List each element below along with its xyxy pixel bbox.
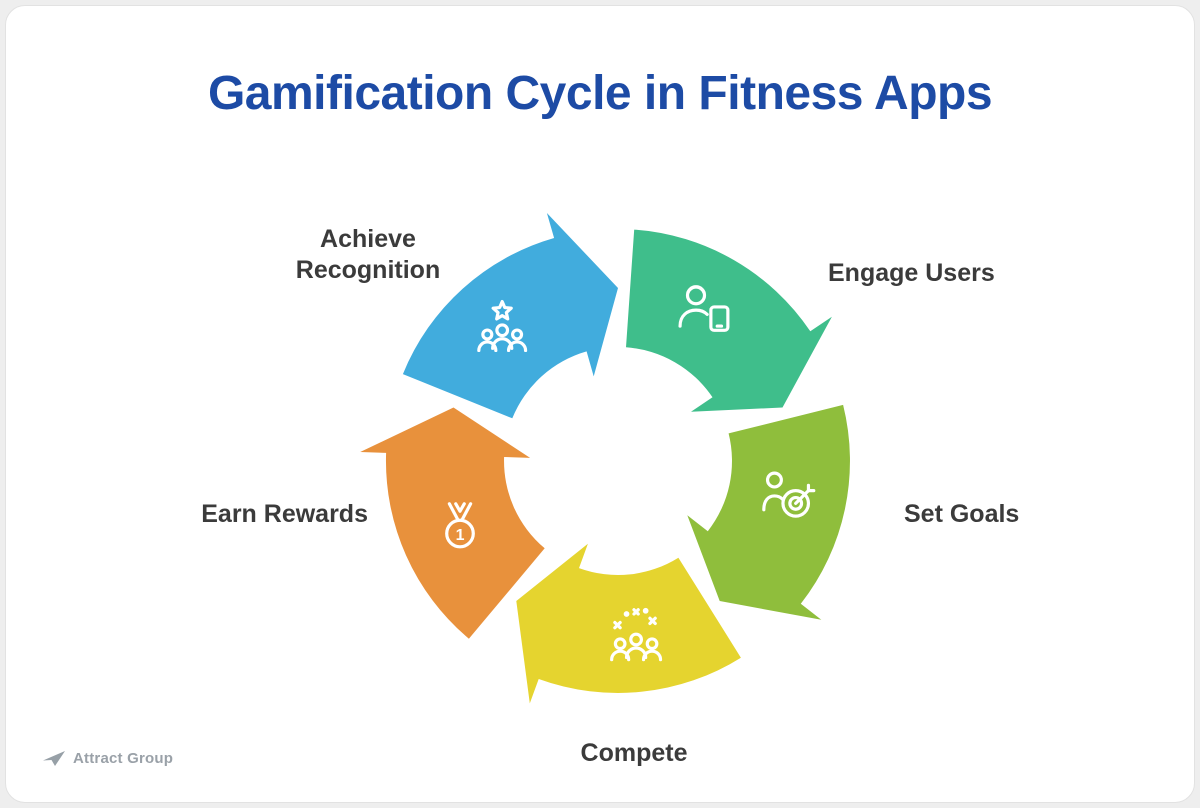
- segment-set-goals: [687, 404, 850, 620]
- segment-achieve-recognition: [402, 213, 618, 419]
- label-engage-users: Engage Users: [828, 259, 995, 287]
- segment-compete: [516, 543, 741, 704]
- label-achieve-recognition: Achieve Recognition: [295, 225, 441, 285]
- brand-footer: Attract Group: [42, 750, 173, 767]
- infographic-card: Gamification Cycle in Fitness Apps: [5, 5, 1195, 803]
- label-compete: Compete: [580, 739, 688, 767]
- label-earn-rewards: Earn Rewards: [201, 500, 368, 528]
- brand-name: Attract Group: [73, 750, 174, 767]
- cycle-diagram: 1: [360, 213, 850, 704]
- page-title: Gamification Cycle in Fitness Apps: [207, 67, 993, 120]
- paper-plane-icon: [43, 751, 65, 766]
- label-set-goals: Set Goals: [904, 500, 1020, 528]
